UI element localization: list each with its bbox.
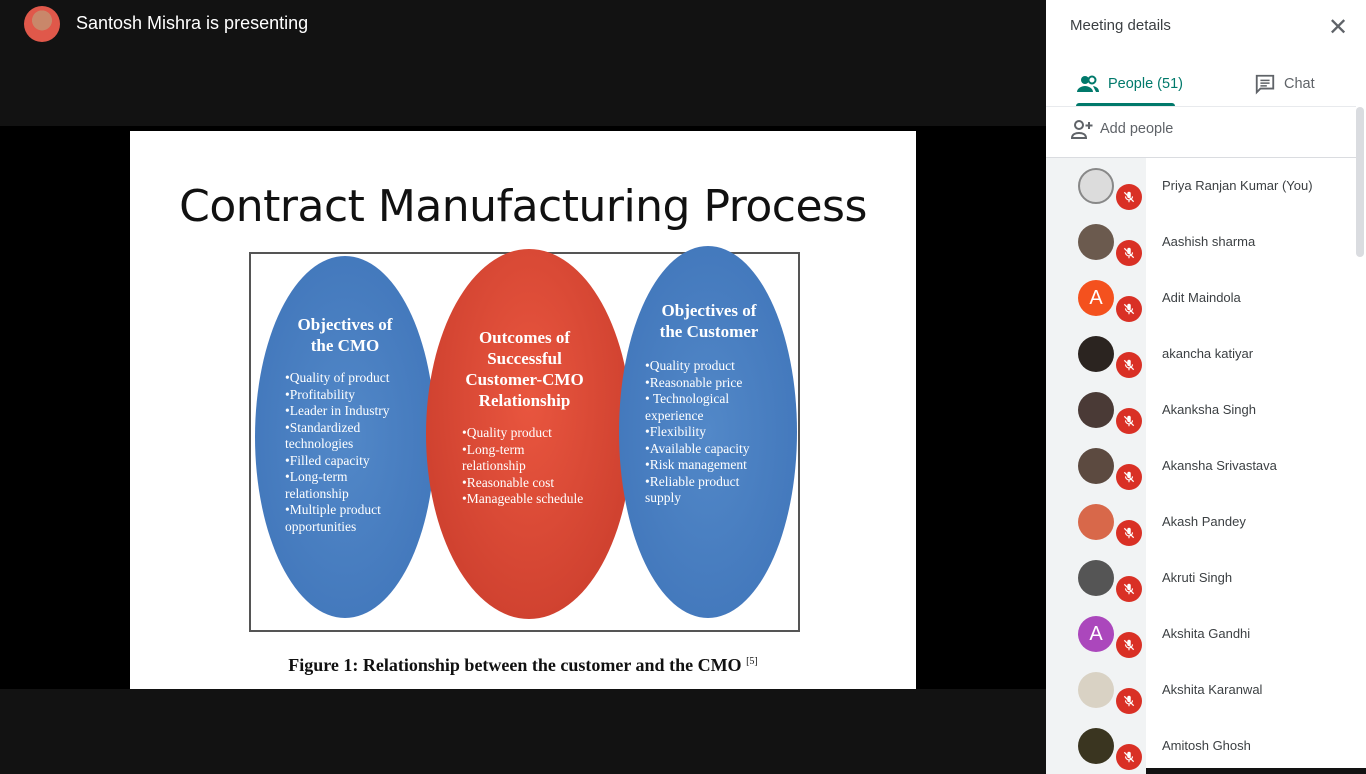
participant-row[interactable]: A Adit Maindola	[1046, 270, 1356, 326]
scrollbar[interactable]	[1356, 107, 1364, 257]
participant-name: Akansha Srivastava	[1162, 458, 1277, 473]
mic-off-icon	[1116, 296, 1142, 322]
ellipse-heading: Outcomes of Successful Customer-CMO Rela…	[465, 328, 584, 410]
list-item: •Multiple product opportunities	[285, 502, 381, 534]
participant-name: Akruti Singh	[1162, 570, 1233, 585]
caption-text: Figure 1: Relationship between the custo…	[288, 655, 742, 675]
add-people-button[interactable]: Add people	[1070, 118, 1173, 140]
tab-people-label: People (51)	[1108, 76, 1183, 92]
mic-off-icon	[1116, 632, 1142, 658]
ellipse-cmo-objectives: Objectives of the CMO •Quality of produc…	[255, 256, 435, 618]
ellipse-outcomes: Outcomes of Successful Customer-CMO Rela…	[426, 249, 632, 619]
mic-off-icon	[1116, 576, 1142, 602]
list-item: •Standardized technologies	[285, 419, 361, 452]
avatar	[1078, 448, 1114, 484]
participant-row[interactable]: akancha katiyar	[1046, 326, 1356, 382]
avatar	[1078, 336, 1114, 372]
tab-chat-label: Chat	[1284, 76, 1315, 92]
list-item: •Profitability	[285, 386, 355, 402]
avatar	[1078, 392, 1114, 428]
participant-name: Adit Maindola	[1162, 290, 1241, 305]
participant-row[interactable]: Amitosh Ghosh	[1046, 718, 1356, 774]
list-item: •Reliable product supply	[645, 473, 740, 506]
ellipse-heading: Objectives of the CMO	[297, 315, 393, 355]
participant-row[interactable]: Akansha Srivastava	[1046, 438, 1356, 494]
bottom-bar	[0, 689, 1046, 768]
divider	[1046, 106, 1356, 107]
panel-title: Meeting details	[1070, 17, 1171, 34]
list-item: •Manageable schedule	[462, 491, 584, 506]
avatar: A	[1078, 616, 1114, 652]
list-item: •Quality product	[645, 358, 735, 373]
list-item: •Reasonable cost	[462, 474, 555, 490]
participant-row[interactable]: Aashish sharma	[1046, 214, 1356, 270]
ellipse-customer-objectives: Objectives of the Customer •Quality prod…	[619, 246, 797, 618]
list-item: •Leader in Industry	[285, 403, 390, 418]
presenter-title: Santosh Mishra is presenting	[76, 13, 309, 33]
mic-off-icon	[1116, 184, 1142, 210]
avatar	[1078, 560, 1114, 596]
participant-name: Akash Pandey	[1162, 514, 1246, 529]
participant-name: Priya Ranjan Kumar (You)	[1162, 178, 1313, 193]
mic-off-icon	[1116, 688, 1142, 714]
participant-row[interactable]: Akruti Singh	[1046, 550, 1356, 606]
presenter-bar: Santosh Mishra is presenting	[0, 0, 1046, 126]
close-icon[interactable]: ✕	[1327, 14, 1349, 41]
list-item: •Quality of product	[285, 370, 390, 385]
list-item: •Quality product	[462, 425, 552, 440]
list-item: •Flexibility	[645, 424, 706, 439]
chat-icon	[1255, 74, 1275, 95]
list-item: •Reasonable price	[645, 374, 743, 390]
participant-name: Aashish sharma	[1162, 234, 1256, 249]
participant-name: Akshita Karanwal	[1162, 682, 1263, 697]
participant-row[interactable]: Akash Pandey	[1046, 494, 1356, 550]
mic-off-icon	[1116, 464, 1142, 490]
divider	[1046, 157, 1356, 158]
list-item: •Available capacity	[645, 440, 750, 456]
list-item: •Filled capacity	[285, 452, 370, 468]
shared-slide: Contract Manufacturing Process Objective…	[130, 131, 916, 689]
ellipse-heading: Objectives of the Customer	[659, 301, 759, 341]
add-person-icon	[1070, 120, 1093, 139]
presenter-avatar	[24, 6, 60, 42]
tab-chat[interactable]: Chat	[1254, 62, 1315, 106]
list-item: •Long-term relationship	[462, 441, 526, 474]
slide-title: Contract Manufacturing Process	[179, 181, 867, 232]
participant-name: akancha katiyar	[1162, 346, 1254, 361]
participant-row[interactable]: A Akshita Gandhi	[1046, 606, 1356, 662]
participant-name: Akshita Gandhi	[1162, 626, 1251, 641]
avatar	[1078, 224, 1114, 260]
ellipse-list: •Quality product•Reasonable price• Techn…	[645, 358, 770, 507]
list-item: • Technological experience	[645, 391, 730, 423]
mic-off-icon	[1116, 520, 1142, 546]
ellipse-list: •Quality product•Long-term relationship•…	[462, 425, 587, 508]
mic-off-icon	[1116, 352, 1142, 378]
avatar	[1078, 672, 1114, 708]
participant-row[interactable]: Akanksha Singh	[1046, 382, 1356, 438]
figure-caption: Figure 1: Relationship between the custo…	[130, 655, 916, 676]
mic-off-icon	[1116, 240, 1142, 266]
avatar: A	[1078, 280, 1114, 316]
active-tab-indicator	[1076, 103, 1175, 106]
participant-name: Akanksha Singh	[1162, 402, 1256, 417]
caption-ref: [5]	[746, 656, 758, 667]
meeting-details-panel: Meeting details ✕ People (51) Chat Add p…	[1046, 0, 1366, 774]
ellipse-list: •Quality of product•Profitability•Leader…	[285, 370, 405, 535]
participant-row[interactable]: Akshita Karanwal	[1046, 662, 1356, 718]
list-item: •Long-term relationship	[285, 469, 349, 501]
avatar	[1078, 728, 1114, 764]
tab-people[interactable]: People (51)	[1076, 62, 1183, 106]
mic-off-icon	[1116, 744, 1142, 770]
people-icon	[1077, 75, 1099, 92]
avatar	[1078, 168, 1114, 204]
mic-off-icon	[1116, 408, 1142, 434]
add-people-label: Add people	[1100, 121, 1174, 137]
list-item: •Risk management	[645, 457, 747, 472]
participant-name: Amitosh Ghosh	[1162, 738, 1251, 753]
avatar	[1078, 504, 1114, 540]
participant-row[interactable]: Priya Ranjan Kumar (You)	[1046, 158, 1356, 214]
